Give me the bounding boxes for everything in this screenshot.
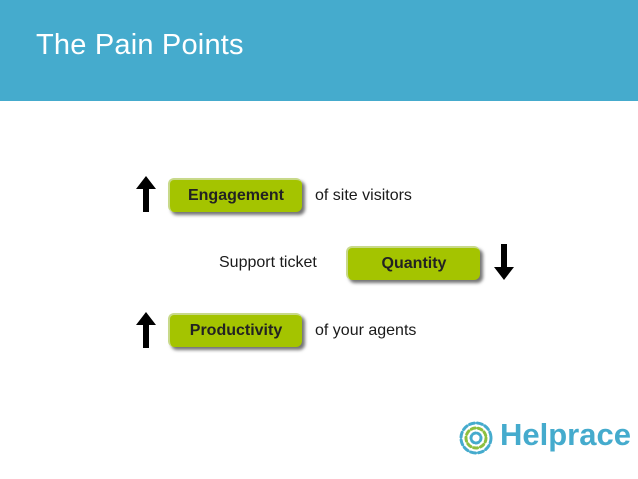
quantity-text: Support ticket — [219, 254, 317, 271]
productivity-label: Productivity — [189, 322, 283, 339]
productivity-pill: Productivity — [168, 313, 302, 347]
helprace-logo-icon — [459, 421, 493, 455]
arrow-up-icon — [136, 312, 156, 348]
engagement-text: of site visitors — [315, 187, 412, 204]
productivity-text: of your agents — [315, 322, 417, 339]
slide-title: The Pain Points — [36, 29, 244, 61]
quantity-label: Quantity — [381, 255, 447, 272]
quantity-pill: Quantity — [346, 246, 480, 280]
arrow-down-icon — [494, 244, 514, 280]
engagement-pill: Engagement — [168, 178, 302, 212]
helprace-brand-name: Helprace — [500, 417, 631, 452]
arrow-up-icon — [136, 176, 156, 212]
engagement-label: Engagement — [187, 187, 284, 204]
slide-header: The Pain Points — [0, 0, 638, 101]
